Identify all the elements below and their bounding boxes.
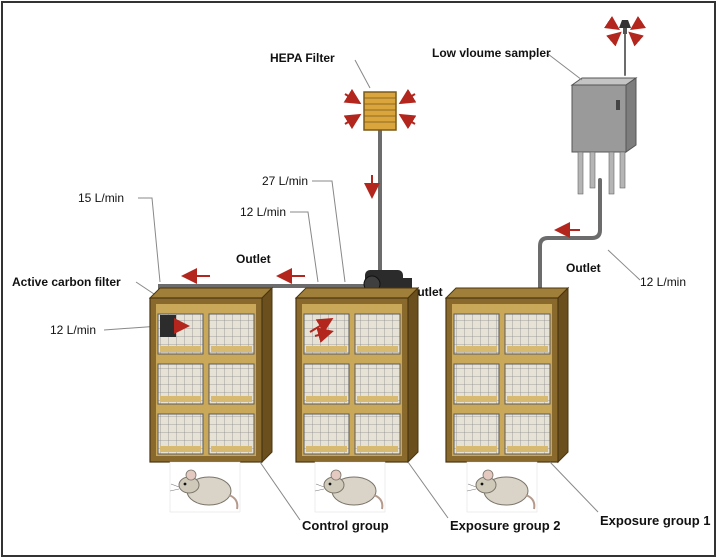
exposure-group-1-label: Exposure group 1 — [600, 513, 711, 528]
flow-12-left-label: 12 L/min — [50, 323, 96, 337]
flow-12-right-label: 12 L/min — [640, 275, 686, 289]
cabinets — [148, 286, 570, 464]
rat-icon — [466, 461, 538, 513]
pipe-network — [158, 29, 626, 300]
flow-12-right-leader — [607, 249, 641, 281]
exposure1-leader — [549, 461, 599, 513]
control-leader — [259, 461, 301, 521]
carbon-filter-icon — [160, 315, 190, 337]
flow-12-top-label: 12 L/min — [240, 205, 286, 219]
active-carbon-filter-label: Active carbon filter — [12, 275, 121, 289]
hepa-filter-label: HEPA Filter — [270, 51, 335, 65]
control-group-label: Control group — [302, 518, 389, 533]
sampler-leader-line — [547, 53, 583, 81]
rat-icon — [169, 461, 241, 513]
outlet-exposure1-label: Outlet — [566, 261, 601, 275]
rats — [169, 461, 538, 513]
exposure-group-2-label: Exposure group 2 — [450, 518, 561, 533]
exposure2-leader — [407, 461, 449, 519]
sampler-box-icon — [570, 77, 638, 195]
flow-27-label: 27 L/min — [262, 174, 308, 188]
rat-icon — [314, 461, 386, 513]
flow-12-top-leader — [290, 211, 319, 283]
cabinet-exposure-2 — [294, 286, 420, 464]
cabinet-exposure-1 — [444, 286, 570, 464]
flow-27-leader — [312, 180, 346, 283]
flow-15-leader — [138, 197, 161, 283]
exposure2-inflow-arrows — [309, 317, 334, 343]
hepa-leader-line — [354, 59, 371, 89]
flow-15-label: 15 L/min — [78, 191, 124, 205]
pipe-exposure1-to-sampler — [538, 178, 602, 298]
cabinet-control — [148, 286, 274, 464]
sampler-label: Low vloume sampler — [432, 46, 551, 60]
hepa-filter-icon — [343, 88, 417, 131]
sampler-inlet-icon — [604, 16, 646, 47]
outlet-control-label: Outlet — [236, 252, 271, 266]
